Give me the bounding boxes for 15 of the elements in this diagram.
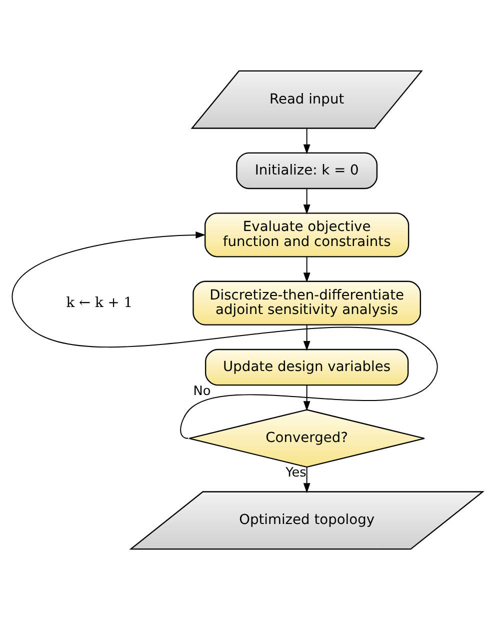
arrow [303,384,310,410]
node-box: Evaluate objective function and constraints [204,212,410,257]
arrow [12,231,438,438]
arrow [303,256,310,282]
label: k ← k + 1 [66,294,133,310]
arrow [303,466,310,493]
node-box: Discretize-then-differentiate adjoint sensitivity analysis [192,280,422,325]
edge-label: Yes [286,464,306,480]
node-diamond: Converged? [188,408,425,468]
node-box: Update design variables [204,348,409,386]
arrow [303,127,310,154]
edge-label: No [193,383,211,398]
arrow [303,188,310,214]
node-box: Initialize: k = 0 [236,152,378,189]
arrow [303,324,310,350]
